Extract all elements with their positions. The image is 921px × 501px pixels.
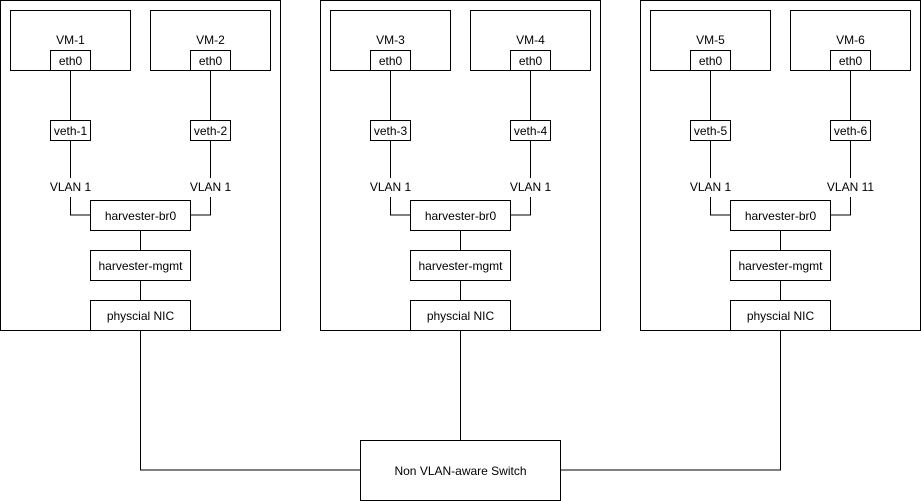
vm-1-eth0: eth0 [50,50,91,71]
veth-6: veth-6 [830,120,871,141]
vm-4-eth0: eth0 [510,50,551,71]
veth-1: veth-1 [50,120,91,141]
vm-2-label: VM-2 [196,33,225,47]
vm-6-eth0: eth0 [830,50,871,71]
veth-3: veth-3 [370,120,411,141]
bridge-host-1: harvester-br0 [90,200,191,231]
vm-5-eth0: eth0 [690,50,731,71]
veth-2: veth-2 [190,120,231,141]
vlan-label-veth-4: VLAN 1 [509,180,552,194]
vm-4-label: VM-4 [516,33,545,47]
vm-1-label: VM-1 [56,33,85,47]
veth-5: veth-5 [690,120,731,141]
physical-nic-host-2: physcial NIC [410,300,511,331]
vlan-label-veth-6: VLAN 11 [826,180,875,194]
mgmt-host-1: harvester-mgmt [90,250,191,281]
vm-2-eth0: eth0 [190,50,231,71]
switch: Non VLAN-aware Switch [360,440,561,501]
physical-nic-host-1: physcial NIC [90,300,191,331]
vlan-label-veth-3: VLAN 1 [369,180,412,194]
bridge-host-3: harvester-br0 [730,200,831,231]
vlan-label-veth-5: VLAN 1 [689,180,732,194]
physical-nic-host-3: physcial NIC [730,300,831,331]
vlan-label-veth-1: VLAN 1 [49,180,92,194]
veth-4: veth-4 [510,120,551,141]
vm-6-label: VM-6 [836,33,865,47]
vlan-label-veth-2: VLAN 1 [189,180,232,194]
vm-5-label: VM-5 [696,33,725,47]
mgmt-host-3: harvester-mgmt [730,250,831,281]
bridge-host-2: harvester-br0 [410,200,511,231]
vm-3-eth0: eth0 [370,50,411,71]
vm-3-label: VM-3 [376,33,405,47]
mgmt-host-2: harvester-mgmt [410,250,511,281]
